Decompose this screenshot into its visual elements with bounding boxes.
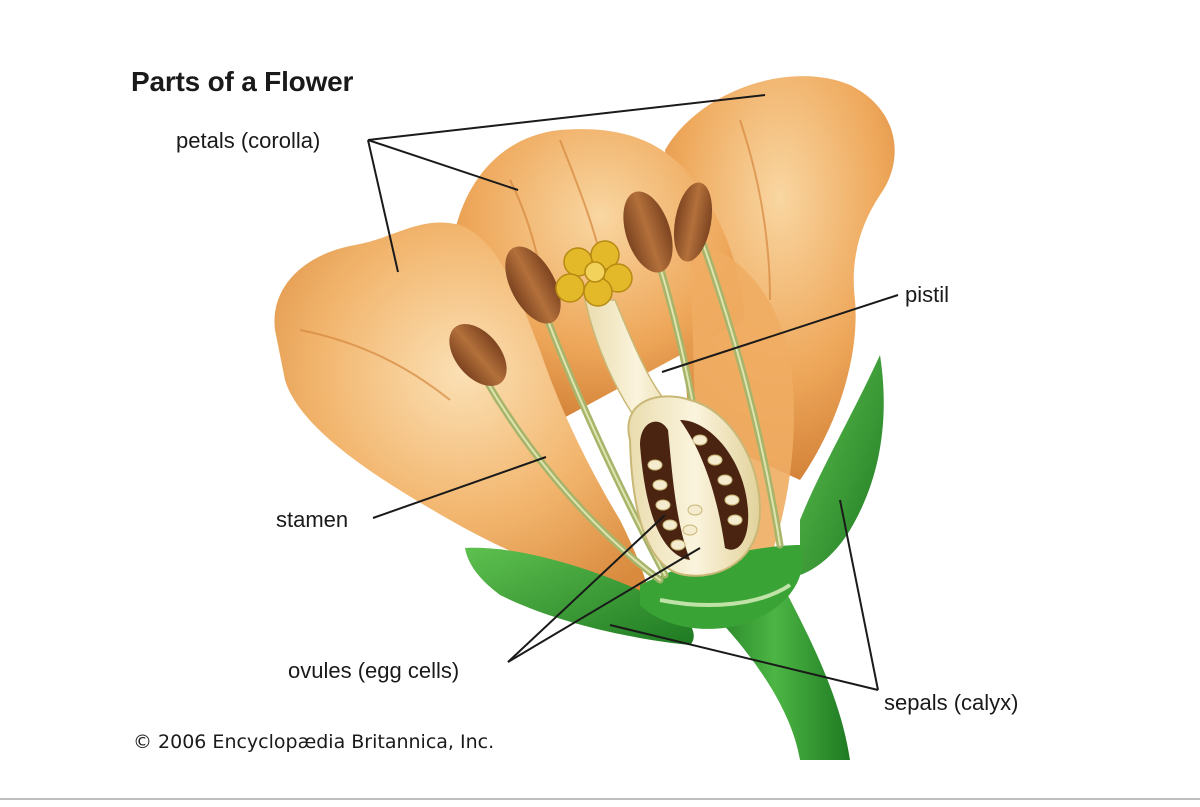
ovary-chamber-left [640,421,690,560]
leader-petals-1 [367,94,766,141]
leader-sepals-1 [609,624,879,691]
leader-ovules-1 [507,514,666,663]
copyright-notice: © 2006 Encyclopædia Britannica, Inc. [133,731,495,753]
label-petals: petals (corolla) [176,128,321,153]
stigma [555,240,633,307]
leader-pistil [661,294,899,373]
receptacle [640,545,803,629]
label-sepals: sepals (calyx) [884,690,1019,715]
leader-stamen [372,456,547,519]
anthers [449,182,713,386]
petal-left [274,222,650,600]
leader-sepals-2 [839,499,879,691]
diagram-title: Parts of a Flower [131,66,354,97]
label-pistil: pistil [905,282,950,307]
bottom-divider [0,798,1200,800]
leader-petals-3 [367,139,399,273]
label-stamen: stamen [276,507,349,532]
label-ovules: ovules (egg cells) [288,658,460,683]
leader-petals-2 [367,139,519,191]
sepal-right [800,355,884,575]
leader-lines [367,94,899,691]
leader-ovules-2 [507,547,701,663]
